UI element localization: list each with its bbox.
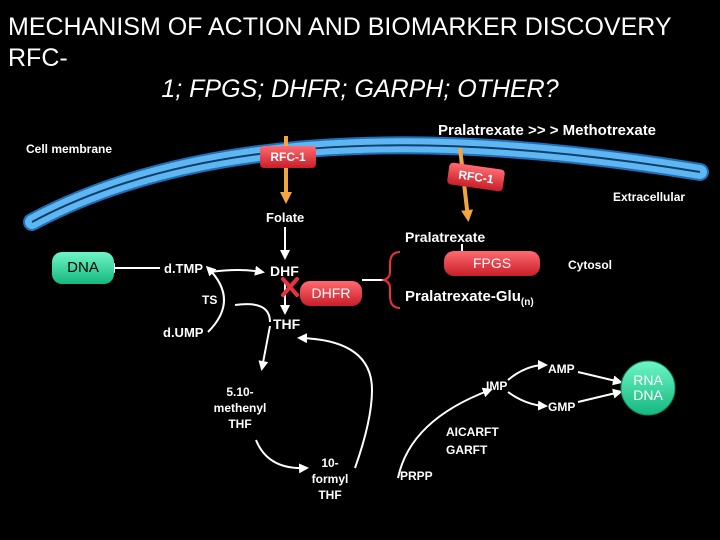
formyl-line-3: THF	[318, 488, 342, 502]
prpp-to-imp-curve	[397, 387, 493, 479]
ts-to-dhf-curve	[209, 265, 265, 276]
amp-label: AMP	[548, 362, 575, 376]
dtmp-label: d.TMP	[164, 261, 203, 276]
pralatrexate-label: Pralatrexate	[405, 229, 486, 245]
dhf-label: DHF	[270, 263, 299, 279]
imp-to-gmp-curve	[507, 391, 548, 411]
inhibition-bracket-icon	[380, 251, 401, 309]
amp-to-rna-arrow	[577, 371, 623, 386]
methenyl-to-formyl-arrow	[255, 439, 309, 474]
cell-membrane	[23, 136, 709, 231]
prpp-label: PRPP	[400, 469, 433, 483]
ts-cycle-arc	[205, 265, 225, 333]
methenyl-line-1: 5.10-	[226, 385, 254, 399]
methenyl-thf-label: 5.10- methenyl THF	[210, 384, 270, 432]
thf-to-methenyl-arrow	[258, 325, 271, 371]
ts-label: TS	[202, 293, 218, 307]
dhfr-box: DHFR	[300, 281, 362, 306]
pralatrexate-glu-label: Pralatrexate-Glu(n)	[405, 288, 534, 308]
title-line-1: MECHANISM OF ACTION AND BIOMARKER DISCOV…	[8, 13, 672, 72]
fpgs-box: FPGS	[444, 251, 540, 276]
thf-cofactor-arc	[234, 303, 271, 323]
rna-dna-node-shape	[620, 360, 676, 416]
rfc1-left-box: RFC-1	[260, 146, 316, 168]
methenyl-line-2: methenyl	[213, 401, 267, 415]
cell-membrane-label: Cell membrane	[26, 142, 113, 156]
rna-label: RNA	[633, 372, 663, 388]
imp-label: IMP	[486, 379, 508, 393]
title-line-2: 1; FPGS; DHFR; GARPH; OTHER?	[161, 75, 559, 103]
thf-return-curve	[297, 333, 374, 469]
pralatrexate-glu-subscript: (n)	[520, 297, 534, 308]
extracellular-label: Extracellular	[613, 190, 686, 204]
dump-label: d.UMP	[163, 325, 204, 340]
gmp-label: GMP	[548, 400, 576, 414]
folate-label: Folate	[266, 210, 305, 225]
inhibition-x-icon	[281, 277, 299, 297]
pralatrexate-methotrexate-label: Pralatrexate >> > Methotrexate	[438, 122, 657, 139]
rna-dna-label: DNA	[633, 387, 663, 403]
dna-box: DNA	[52, 252, 114, 284]
formyl-thf-label: 10- formyl THF	[302, 455, 358, 503]
pralatrexate-glu-text: Pralatrexate-Glu	[405, 288, 521, 305]
thf-label: THF	[273, 316, 301, 332]
garft-label: GARFT	[446, 443, 488, 457]
formyl-line-1: 10-	[321, 456, 339, 470]
slide-title: MECHANISM OF ACTION AND BIOMARKER DISCOV…	[0, 12, 720, 105]
methenyl-line-3: THF	[228, 417, 252, 431]
gmp-to-rna-arrow	[577, 388, 623, 403]
rna-dna-node: RNA DNA	[621, 373, 675, 405]
formyl-line-2: formyl	[311, 472, 349, 486]
imp-to-amp-curve	[507, 360, 548, 381]
cytosol-label: Cytosol	[568, 258, 613, 272]
aicarft-label: AICARFT	[446, 425, 499, 439]
